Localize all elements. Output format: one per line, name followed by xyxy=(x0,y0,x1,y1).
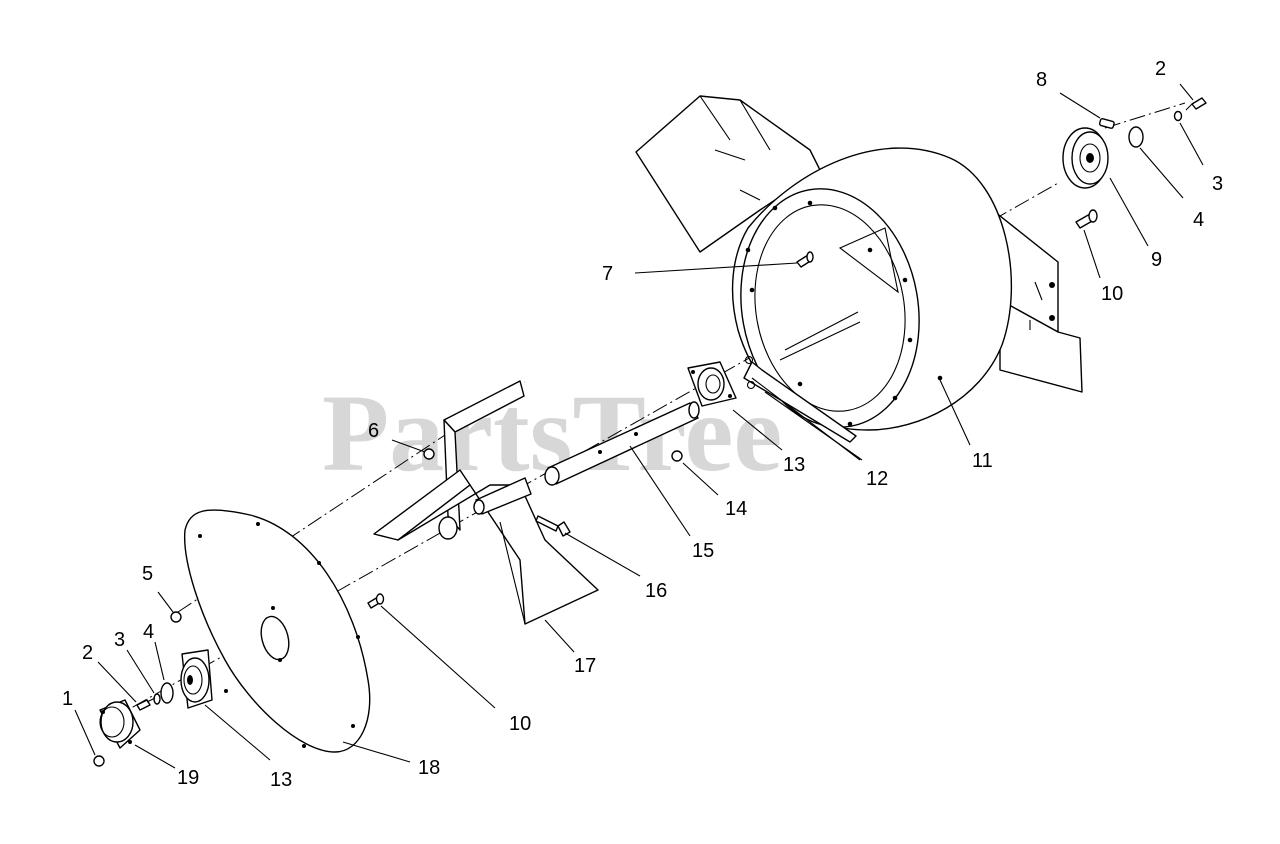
callout-2-right: 2 xyxy=(1155,58,1166,80)
callout-9: 9 xyxy=(1151,249,1162,271)
key xyxy=(1098,118,1115,129)
impeller xyxy=(373,380,599,625)
callout-4-left: 4 xyxy=(143,621,154,643)
carriage-bolt-lower xyxy=(367,593,385,609)
backing-plate xyxy=(183,509,371,753)
callout-5: 5 xyxy=(142,563,153,585)
bearing-cap xyxy=(99,699,141,749)
callout-19: 19 xyxy=(177,767,199,789)
leader-lines xyxy=(74,83,1204,769)
mounting-bracket xyxy=(743,355,857,443)
callout-14: 14 xyxy=(725,498,747,520)
flange-bearing-lower xyxy=(180,649,213,709)
hex-nut xyxy=(671,450,683,462)
callout-18: 18 xyxy=(418,757,440,779)
callout-17: 17 xyxy=(574,655,596,677)
plate-nut xyxy=(170,611,182,623)
carriage-bolt-upper xyxy=(1075,209,1098,229)
shaft xyxy=(544,401,700,486)
impeller-bolt xyxy=(535,515,571,537)
callout-12: 12 xyxy=(866,468,888,490)
callout-10-lower: 10 xyxy=(509,713,531,735)
callout-13-upper: 13 xyxy=(783,454,805,476)
flange-bearing-upper xyxy=(687,361,737,407)
callout-7: 7 xyxy=(602,263,613,285)
lock-washer-right xyxy=(1173,110,1183,122)
hex-bolt-left xyxy=(136,697,156,711)
callout-3-right: 3 xyxy=(1212,173,1223,195)
callout-3-left: 3 xyxy=(114,629,125,651)
flat-washer-right xyxy=(1128,126,1144,148)
lock-washer-left xyxy=(153,693,161,705)
callout-labels: 1 2 3 4 5 6 7 8 2 3 4 9 10 11 12 13 14 1… xyxy=(62,58,1223,791)
callout-16: 16 xyxy=(645,580,667,602)
callout-15: 15 xyxy=(692,540,714,562)
callout-1: 1 xyxy=(62,688,73,710)
callout-11: 11 xyxy=(972,450,993,472)
callout-13-lower: 13 xyxy=(270,769,292,791)
callout-10-upper: 10 xyxy=(1101,283,1123,305)
blower-housing xyxy=(635,95,1083,431)
cap-nut xyxy=(93,755,105,767)
hex-screw xyxy=(796,251,814,268)
hex-bolt-right xyxy=(1185,97,1207,111)
callout-2-left: 2 xyxy=(82,642,93,664)
flat-washer-left xyxy=(160,682,174,704)
callout-4-right: 4 xyxy=(1193,209,1204,231)
callout-8: 8 xyxy=(1036,69,1047,91)
impeller-nut xyxy=(423,448,435,460)
pulley xyxy=(1062,127,1109,189)
callout-6: 6 xyxy=(368,420,379,442)
